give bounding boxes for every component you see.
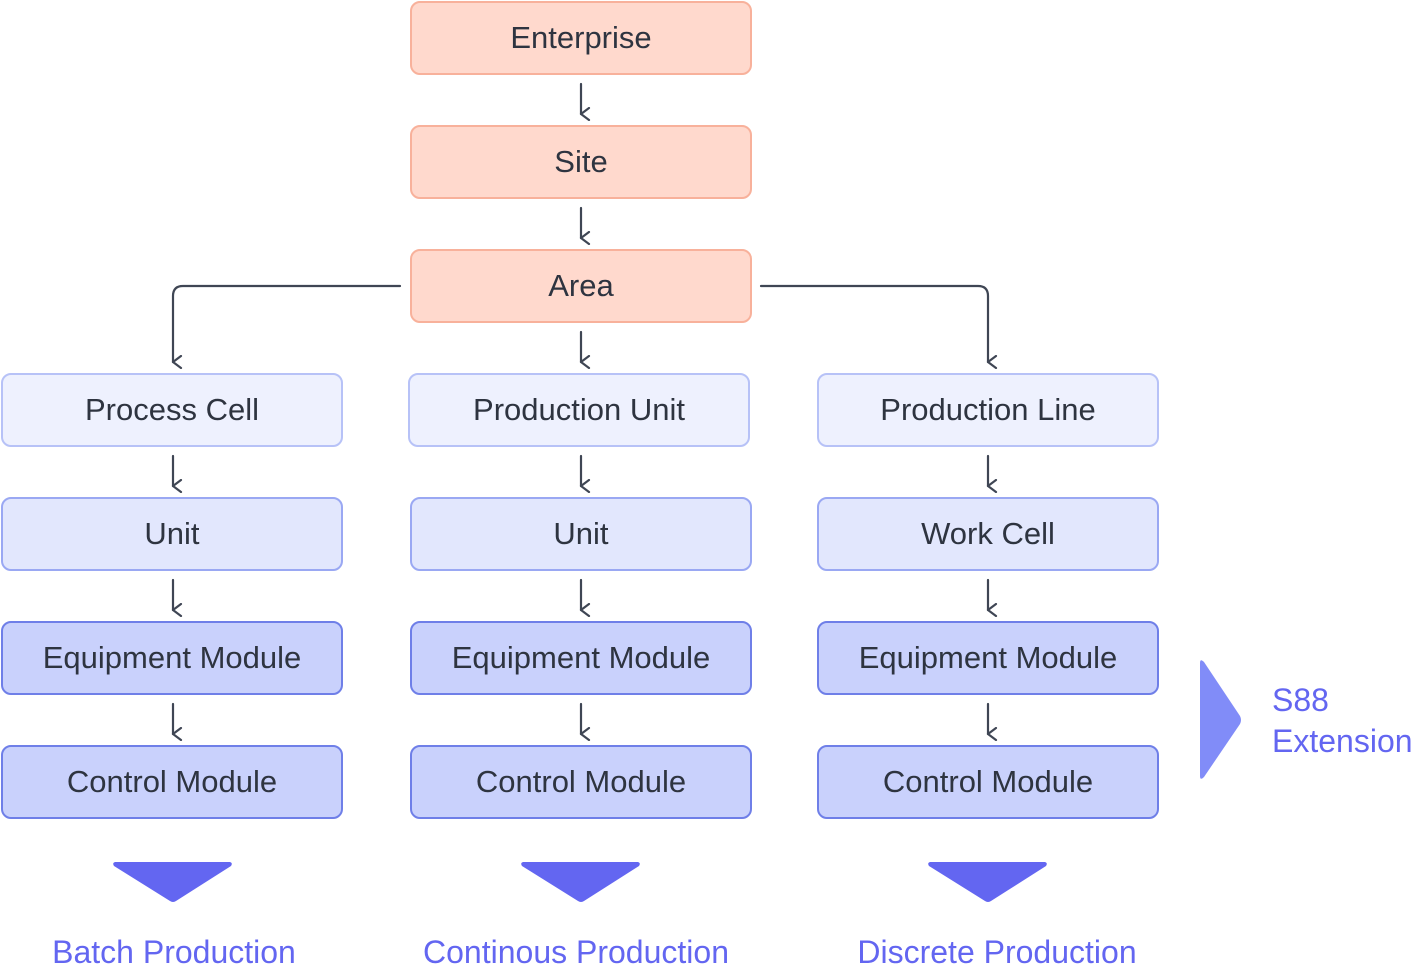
node-label: Area xyxy=(548,268,614,303)
s88-extension-arrow-icon xyxy=(1200,660,1241,779)
node-control-module: Control Module xyxy=(817,745,1159,819)
node-site: Site xyxy=(410,125,752,199)
node-unit: Unit xyxy=(1,497,343,571)
node-label: Control Module xyxy=(66,764,278,799)
node-label: Work Cell xyxy=(921,516,1055,551)
continuous-production-label: Continous Production xyxy=(423,934,729,970)
s88-extension-label: S88 Extension xyxy=(1272,680,1413,762)
node-label: Production Unit xyxy=(473,392,685,427)
node-label: Control Module xyxy=(475,764,687,799)
node-label: Equipment Module xyxy=(451,640,711,675)
node-label: Production Line xyxy=(880,392,1096,427)
node-control-module: Control Module xyxy=(410,745,752,819)
branch-left xyxy=(171,284,402,362)
discrete-production-arrow-icon xyxy=(928,862,1047,902)
node-label: Equipment Module xyxy=(42,640,302,675)
node-work-cell: Work Cell xyxy=(817,497,1159,571)
node-production-line: Production Line xyxy=(817,373,1159,447)
node-equipment-module: Equipment Module xyxy=(1,621,343,695)
node-area: Area xyxy=(410,249,752,323)
node-label: Process Cell xyxy=(85,392,259,427)
node-label: Enterprise xyxy=(510,20,652,55)
discrete-production-label: Discrete Production xyxy=(857,934,1137,970)
batch-production-arrow-icon xyxy=(113,862,232,902)
node-equipment-module: Equipment Module xyxy=(410,621,752,695)
node-label: Unit xyxy=(144,516,200,551)
continuous-production-arrow-icon xyxy=(521,862,640,902)
node-label: Equipment Module xyxy=(858,640,1118,675)
batch-production-label: Batch Production xyxy=(52,934,296,970)
node-equipment-module: Equipment Module xyxy=(817,621,1159,695)
node-unit: Unit xyxy=(410,497,752,571)
node-label: Control Module xyxy=(882,764,1094,799)
node-control-module: Control Module xyxy=(1,745,343,819)
s88-extension-line2: Extension xyxy=(1272,723,1413,759)
node-process-cell: Process Cell xyxy=(1,373,343,447)
node-enterprise: Enterprise xyxy=(410,1,752,75)
node-production-unit: Production Unit xyxy=(408,373,750,447)
node-label: Unit xyxy=(553,516,609,551)
node-label: Site xyxy=(554,144,608,179)
branch-right xyxy=(759,284,988,362)
s88-extension-line1: S88 xyxy=(1272,682,1329,718)
